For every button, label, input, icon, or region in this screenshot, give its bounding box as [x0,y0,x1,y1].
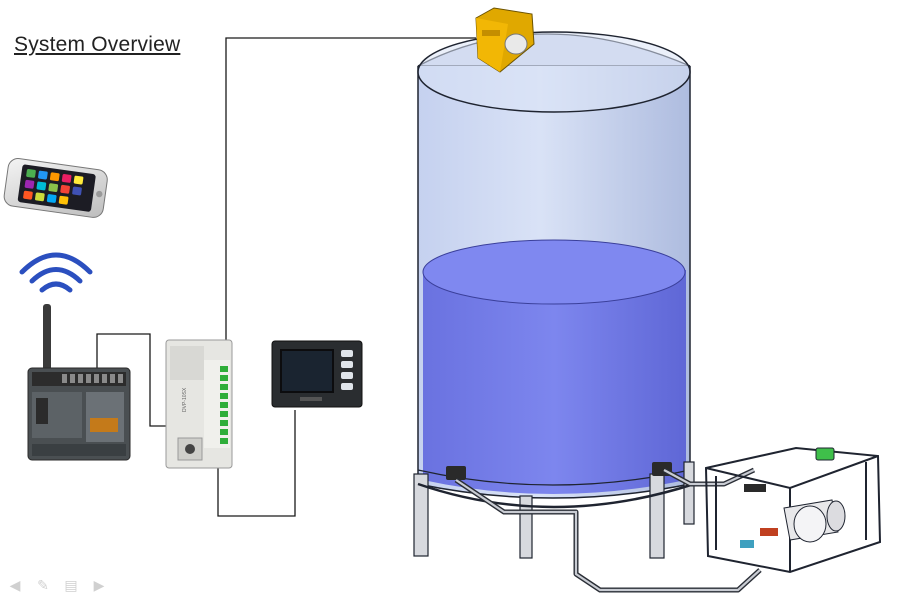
plc-model-label: DVP-10SX [182,387,188,412]
plc-controller-device: DVP-10SX [165,339,233,469]
hmi-touch-panel-device [271,340,363,408]
gsm-modem-device [27,304,131,461]
smartphone-icon [3,158,108,218]
sensor-to-plc-wire [225,37,476,360]
previous-slide-icon[interactable]: ◀ [9,576,21,593]
slide-menu-icon[interactable]: ▤ [64,576,78,593]
ultrasonic-level-sensor [475,7,535,73]
slide-title: System Overview [14,33,181,56]
water-tank [413,31,695,559]
slide-navigation: ◀ ✎ ▤ ▶ [6,576,108,594]
pump-valves [740,447,835,548]
next-slide-icon[interactable]: ▶ [93,576,105,593]
pump-motor [783,499,846,543]
plc-to-hmi-wire [217,410,296,517]
pen-tool-icon[interactable]: ✎ [37,576,49,593]
tank-water-level [422,239,686,494]
pump-skid-frame [704,446,882,574]
wifi-signal-icon [19,252,93,293]
